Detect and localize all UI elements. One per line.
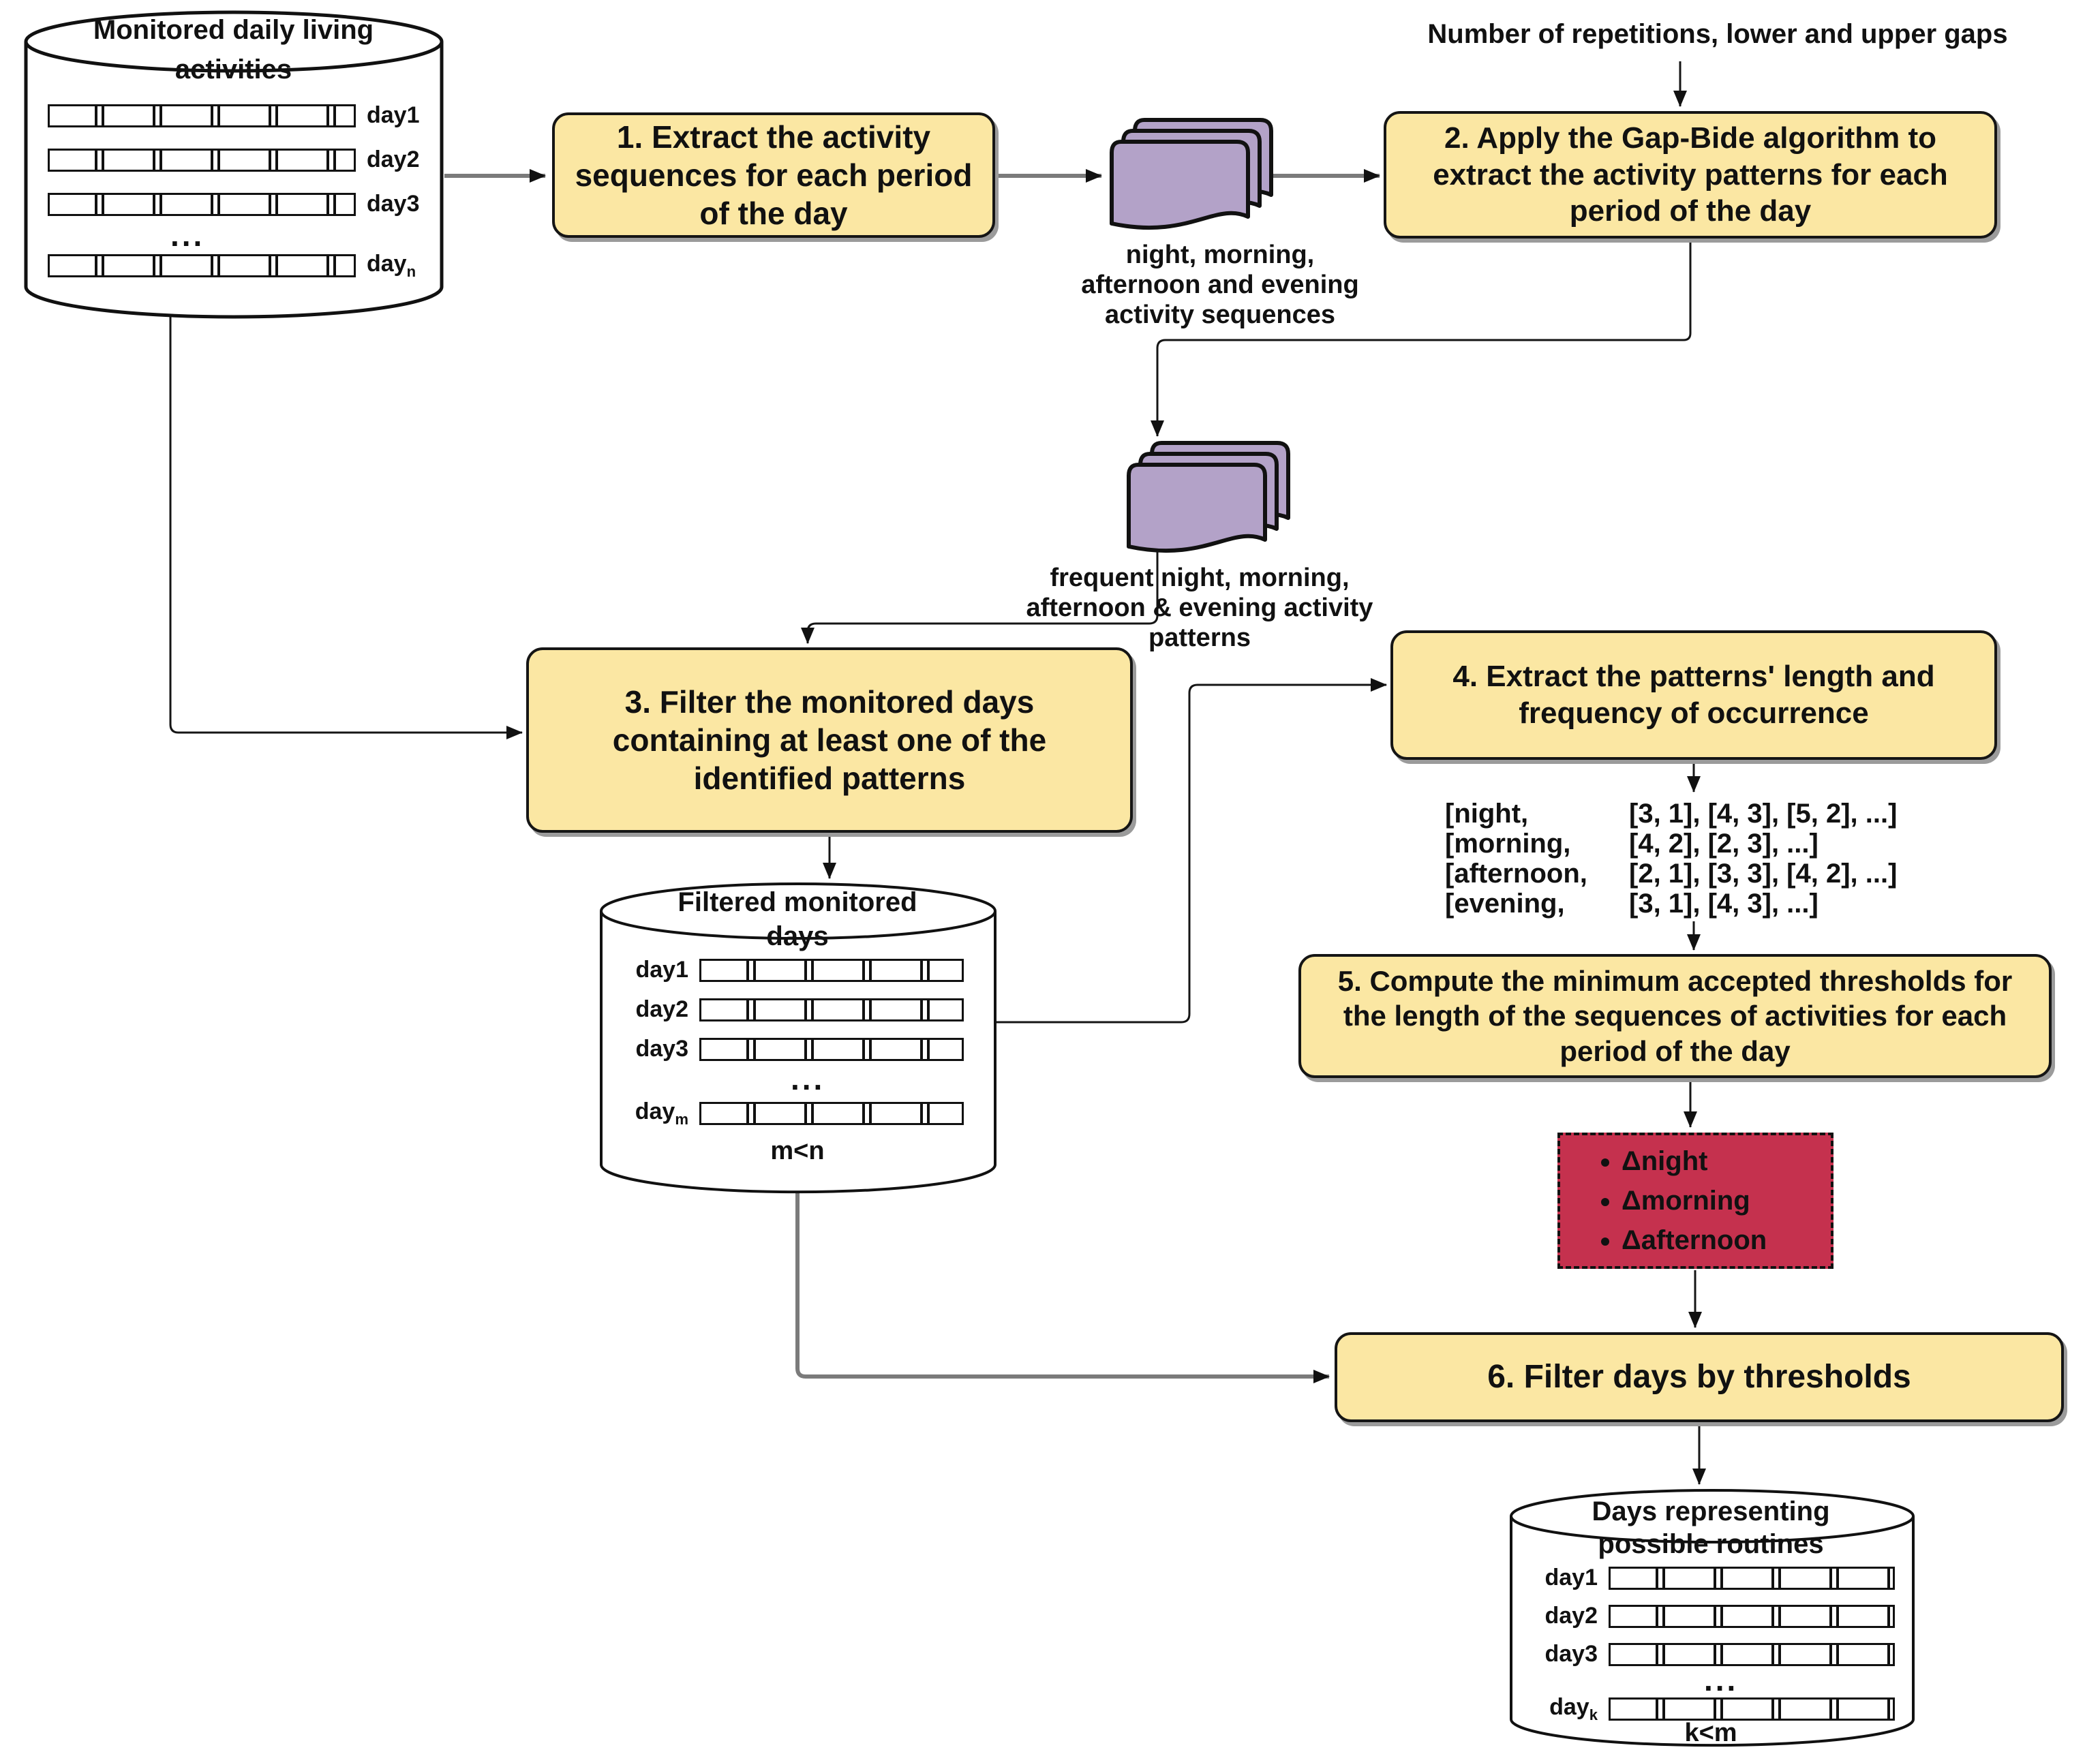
day-row: dayn [48, 251, 416, 281]
pattern-frequency-list: [night,[3, 1], [4, 3], [5, 2], ...] [mor… [1445, 799, 1897, 919]
day-row: day3 [48, 191, 420, 217]
step4-label: 4. Extract the patterns' length and freq… [1452, 660, 1935, 730]
db2-title-line2: days [766, 921, 829, 951]
db1-title-line2: activities [174, 55, 292, 84]
day-label: dayn [367, 251, 416, 280]
arrow-db1-to-step3 [169, 313, 523, 739]
arrow-doc2-to-step3 [801, 552, 1159, 644]
step2-box: 2. Apply the Gap-Bide algorithm to extra… [1384, 111, 1997, 239]
step5-box: 5. Compute the minimum accepted threshol… [1298, 954, 2052, 1078]
day-row: day3 [612, 1036, 964, 1062]
day-label: day2 [635, 996, 689, 1022]
step1-label: 1. Extract the activity sequences for ea… [575, 119, 973, 232]
step6-label: 6. Filter days by thresholds [1487, 1358, 1911, 1395]
db3-title-line1: Days representing [1592, 1496, 1830, 1526]
step5-label: 5. Compute the minimum accepted threshol… [1337, 965, 2013, 1067]
day-label: day1 [367, 102, 420, 128]
step3-label: 3. Filter the monitored days containing … [612, 683, 1047, 797]
day-label: dayk [1549, 1694, 1598, 1723]
day-label: day1 [1544, 1565, 1598, 1590]
pattern-row: [evening,[3, 1], [4, 3], ...] [1445, 889, 1819, 919]
db2-note: m<n [770, 1137, 825, 1165]
day-label: day3 [367, 191, 420, 217]
day-label: day2 [1544, 1603, 1598, 1629]
day-label: day3 [635, 1036, 689, 1062]
db3-note: k<m [1684, 1719, 1737, 1747]
activity-bar [1609, 1642, 1895, 1666]
document-stack-sequences [1110, 118, 1273, 230]
db3-title-line2: possible routines [1598, 1529, 1824, 1559]
step6-box: 6. Filter days by thresholds [1335, 1332, 2064, 1422]
document-stack-patterns [1127, 441, 1290, 553]
step3-box: 3. Filter the monitored days containing … [526, 647, 1133, 833]
activity-bar [699, 1037, 964, 1061]
ellipsis: ... [1704, 1662, 1739, 1697]
day-row: day1 [1521, 1565, 1895, 1591]
activity-bar [699, 998, 964, 1021]
day-label: day1 [635, 957, 689, 983]
thresholds-list: Δnight Δmorning Δafternoon [1560, 1141, 1767, 1260]
activity-bar [48, 253, 356, 277]
day-label: daym [635, 1098, 688, 1128]
activity-bar [699, 958, 964, 982]
activity-bar [1609, 1566, 1895, 1590]
gapbide-params-label: Number of repetitions, lower and upper g… [1427, 19, 2008, 49]
day-row: day1 [612, 957, 964, 983]
step1-box: 1. Extract the activity sequences for ea… [552, 112, 995, 238]
day-row: daym [612, 1098, 964, 1128]
activity-bar [48, 104, 356, 127]
arrow-step2-to-doc2 [1151, 239, 1692, 437]
activity-bar [1609, 1604, 1895, 1628]
pattern-row: [night,[3, 1], [4, 3], [5, 2], ...] [1445, 799, 1898, 829]
pattern-row: [morning,[4, 2], [2, 3], ...] [1445, 829, 1819, 859]
day-row: day2 [612, 996, 964, 1023]
activity-bar [48, 148, 356, 172]
arrow-db2-to-step4 [996, 678, 1387, 1024]
pattern-row: [afternoon,[2, 1], [3, 3], [4, 2], ...] [1445, 859, 1898, 889]
ellipsis: ... [791, 1061, 825, 1096]
step4-box: 4. Extract the patterns' length and freq… [1390, 630, 1997, 760]
db2-title-line1: Filtered monitored [678, 887, 917, 917]
ellipsis: ... [170, 217, 205, 253]
threshold-item: Δmorning [1622, 1181, 1767, 1220]
db1-title-line1: Monitored daily living [93, 15, 374, 45]
doc2-caption: frequent night, morning, afternoon & eve… [1026, 564, 1373, 652]
doc1-caption: night, morning, afternoon and evening ac… [1081, 241, 1359, 329]
day-row: day3 [1521, 1641, 1895, 1668]
activity-bar [699, 1101, 964, 1125]
day-row: dayk [1521, 1694, 1895, 1724]
day-row: day2 [1521, 1603, 1895, 1629]
day-row: day2 [48, 147, 420, 173]
day-label: day3 [1544, 1641, 1598, 1667]
activity-bar [1609, 1697, 1895, 1721]
threshold-item: Δafternoon [1622, 1220, 1767, 1260]
arrow-db2-to-step6 [795, 1191, 1330, 1383]
threshold-item: Δnight [1622, 1141, 1767, 1181]
step2-label: 2. Apply the Gap-Bide algorithm to extra… [1433, 121, 1948, 228]
day-label: day2 [367, 147, 420, 172]
thresholds-box: Δnight Δmorning Δafternoon [1557, 1133, 1833, 1269]
day-row: day1 [48, 102, 420, 129]
activity-bar [48, 192, 356, 216]
